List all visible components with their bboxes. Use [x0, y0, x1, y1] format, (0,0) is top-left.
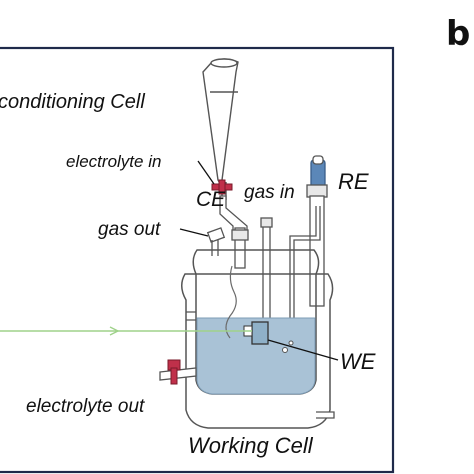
label-ce: CE: [196, 188, 226, 211]
gas-in-tube: [260, 217, 273, 323]
electrolyte-in-valve: [211, 179, 233, 195]
light-beam: [0, 326, 252, 336]
label-electrolyte-out: electrolyte out: [26, 396, 145, 417]
label-working-cell: Working Cell: [188, 433, 314, 458]
electrolyte-out-valve: [159, 359, 197, 385]
label-we: WE: [340, 349, 376, 374]
ce-tube: [219, 195, 249, 269]
conditioning-cell-funnel: [202, 58, 239, 192]
electrolyte-liquid: [196, 317, 316, 395]
re-tube: [289, 155, 328, 328]
panel-label: b: [446, 14, 470, 54]
label-electrolyte-in: electrolyte in: [66, 152, 161, 171]
outer-frame: [0, 46, 395, 474]
gas-out-valve: [206, 227, 226, 256]
label-re: RE: [338, 169, 369, 194]
label-conditioning-cell: conditioning Cell: [0, 91, 145, 113]
side-ports: [186, 311, 335, 419]
leader-lines: [179, 160, 339, 361]
label-gas-out: gas out: [98, 219, 161, 240]
label-gas-in: gas in: [244, 182, 295, 203]
gas-bubbles: [282, 340, 294, 353]
ce-wire: [225, 265, 237, 339]
